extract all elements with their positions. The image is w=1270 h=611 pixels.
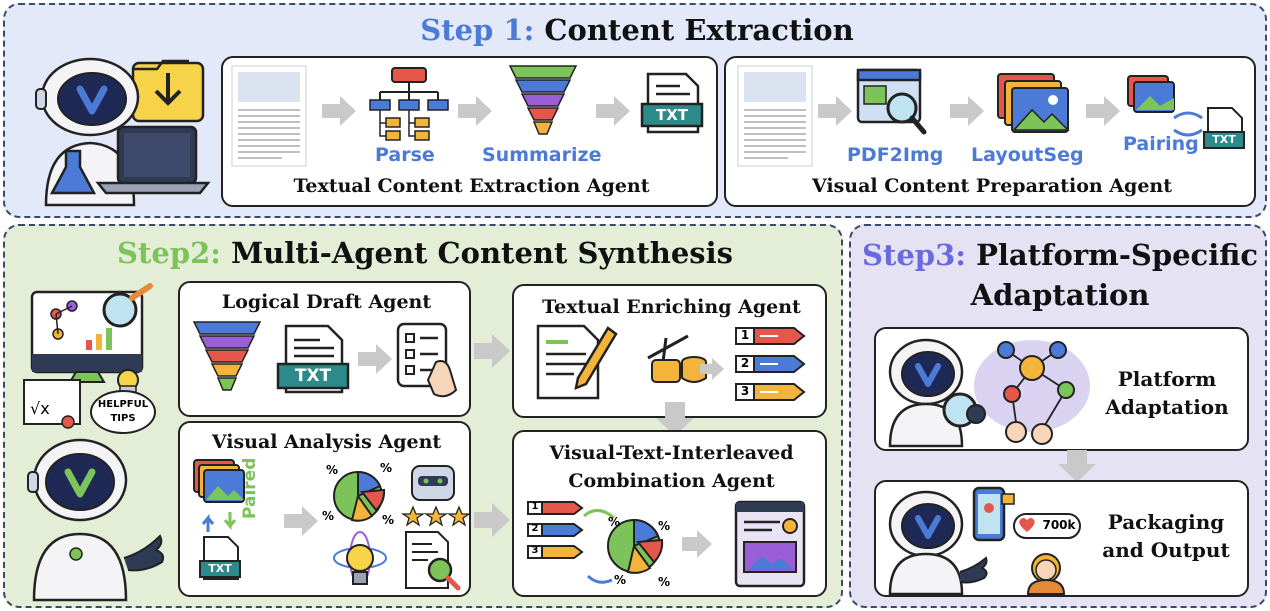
combination-pie-icon: % % % % [583,509,670,589]
svg-text:√x: √x [30,399,50,418]
robot-rating-icon [400,465,472,527]
draft-funnel-icon [192,321,262,391]
parse-tree-icon [369,67,449,141]
arrow-down-icon [656,402,694,436]
robot-laptop-illustration [35,57,211,207]
combo-list-num-2: 2 [531,523,539,534]
arrow-down-icon [1058,450,1096,482]
lightbulb-idea-icon [333,531,387,585]
visual-analysis-agent-label: Visual Analysis Agent [211,431,442,453]
arrow-right-icon [458,96,492,126]
arrow-right-icon [818,96,852,126]
svg-text:%: % [382,513,394,527]
robot-social-illustration [888,486,1081,596]
svg-text:%: % [326,463,338,477]
svg-text:%: % [658,519,670,533]
pairing-image-icon [1127,75,1175,113]
analysis-txt-document-icon [199,536,241,580]
arrow-right-icon [682,530,712,558]
arrow-right-icon [474,503,510,537]
platform-adaptation-line1: Platform [1117,367,1217,391]
report-search-icon [405,531,461,591]
arrow-right-icon [700,358,724,380]
tool-pdf2img-label: PDF2Img [847,144,944,166]
step3-title-line1: Step3: Platform-Specific [862,238,1258,272]
step3-title-line2: Adaptation [970,278,1150,312]
visual-content-preparation-label: Visual Content Preparation Agent [811,175,1173,197]
checklist-icon [396,322,458,398]
draft-txt-document-icon [276,324,350,394]
txt-doc-label: TXT [655,106,689,124]
helpful-tips-badge: HELPFUL TIPS [90,390,156,434]
pairing-txt-document-icon [1203,107,1245,149]
txt-document-icon [640,72,704,134]
draft-txt-label: TXT [294,366,332,386]
tool-layoutseg-label: LayoutSeg [971,144,1084,166]
arrow-right-icon [1086,96,1120,126]
document-pen-icon [536,324,618,400]
layout-images-icon [997,73,1070,133]
analysis-txt-label: TXT [208,562,232,575]
robot-waving-illustration [27,438,165,602]
enrich-list-num-2: 2 [740,356,750,370]
packaging-output-line2: and Output [1102,538,1230,562]
arrow-right-icon [474,334,510,368]
enrich-list-num-1: 1 [740,328,750,342]
analysis-image-stack-icon [193,459,245,503]
robot-network-illustration [888,338,1090,448]
arrow-right-icon [950,96,984,126]
paper-thumbnail-icon [231,65,307,167]
svg-text:%: % [608,515,620,529]
svg-text:%: % [322,509,334,523]
svg-text:%: % [614,573,626,587]
pairing-arrows-icon [1173,111,1203,137]
combination-agent-label-line2: Combination Agent [568,470,775,492]
step2-title: Step2: Multi-Agent Content Synthesis [117,236,733,270]
tool-summarize-label: Summarize [482,144,602,166]
arrow-right-icon [358,344,392,374]
arrow-right-icon [284,506,318,536]
likes-count-label: 700k [1042,518,1076,532]
textual-enriching-agent-label: Textual Enriching Agent [542,296,801,318]
paired-swap-arrows-icon [201,512,237,532]
platform-adaptation-line2: Adaptation [1105,395,1229,419]
enrich-list-num-3: 3 [740,384,750,398]
pie-chart-percent-icon: % % % % [322,461,394,527]
pdf-to-image-icon [856,68,927,135]
combo-list-num-1: 1 [531,501,539,512]
logical-draft-agent-label: Logical Draft Agent [221,291,432,313]
pairing-txt-label: TXT [1212,133,1236,146]
web-page-layout-icon [734,500,806,588]
numbered-list-icon [735,327,806,401]
arrow-right-icon [596,96,630,126]
monitor-analytics-illustration: √x [23,283,153,429]
combination-agent-label-line1: Visual-Text-Interleaved [549,442,794,464]
packaging-output-line1: Packaging [1107,510,1225,534]
tool-pairing-label: Pairing [1123,133,1199,155]
svg-text:%: % [380,461,392,475]
combination-numbered-list-icon [527,501,584,559]
svg-text:%: % [658,575,670,589]
textual-content-extraction-label: Textual Content Extraction Agent [293,175,650,197]
combo-list-num-3: 3 [531,545,539,556]
tool-parse-label: Parse [375,144,435,166]
paper-thumbnail-icon [737,65,813,167]
arrow-right-icon [322,96,356,126]
step1-title: Step 1: Content Extraction [420,13,854,47]
summarize-funnel-icon [508,65,578,135]
